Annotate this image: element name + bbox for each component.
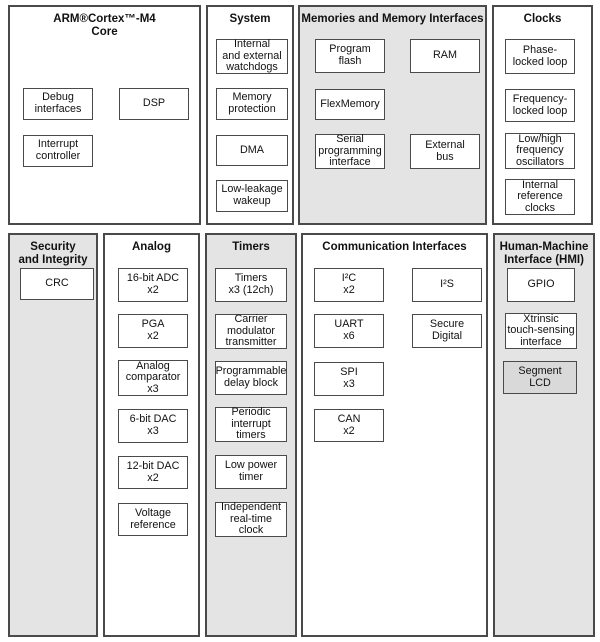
panel-title-memories: Memories and Memory Interfaces [301,13,484,25]
block-flexmemory: FlexMemory [315,89,385,120]
panel-title-communication: Communication Interfaces [322,241,467,253]
panel-title-security: Security and Integrity [18,241,88,266]
panel-timers: Timers Timers x3 (12ch) Carrier modulato… [205,233,297,637]
panel-title-timers: Timers [232,241,270,253]
block-carrier-modulator-transmitter: Carrier modulator transmitter [215,313,287,349]
panel-memories-and-memory-interfaces: Memories and Memory Interfaces Program f… [298,5,487,225]
panel-communication-interfaces: Communication Interfaces I²C x2 UART x6 … [301,233,488,637]
block-timers-x3: Timers x3 (12ch) [215,268,287,302]
panel-title-hmi: Human-Machine Interface (HMI) [499,241,589,266]
panel-security-and-integrity: Security and Integrity CRC [8,233,98,637]
panel-title-arm-cortex-m4-core: ARM®Cortex™-M4 Core [53,13,156,38]
block-i2s: I²S [412,268,482,302]
block-low-leakage-wakeup: Low-leakage wakeup [216,180,288,212]
panel-analog: Analog 16-bit ADC x2 PGA x2 Analog compa… [103,233,200,637]
panel-human-machine-interface: Human-Machine Interface (HMI) GPIO Xtrin… [493,233,595,637]
block-programmable-delay-block: Programmable delay block [215,361,287,395]
block-can: CAN x2 [314,409,384,442]
block-low-high-frequency-oscillators: Low/high frequency oscillators [505,133,575,169]
block-pga: PGA x2 [118,314,188,348]
block-dma: DMA [216,135,288,166]
panel-title-analog: Analog [132,241,171,253]
panel-arm-cortex-m4-core: ARM®Cortex™-M4 Core Debug interfaces DSP… [8,5,201,225]
block-gpio: GPIO [507,268,575,302]
panel-title-system: System [229,13,271,25]
block-uart: UART x6 [314,314,384,348]
block-12-bit-dac: 12-bit DAC x2 [118,456,188,489]
block-low-power-timer: Low power timer [215,455,287,489]
block-memory-protection: Memory protection [216,88,288,120]
block-analog-comparator: Analog comparator x3 [118,360,188,396]
block-voltage-reference: Voltage reference [118,503,188,536]
block-external-bus: External bus [410,134,480,169]
block-periodic-interrupt-timers: Periodic interrupt timers [215,406,287,442]
block-independent-real-time-clock: Independent real-time clock [215,501,287,537]
block-program-flash: Program flash [315,39,385,73]
block-xtrinsic-touch-sensing-interface: Xtrinsic touch-sensing interface [505,313,577,349]
block-serial-programming-interface: Serial programming interface [315,133,385,169]
block-frequency-locked-loop: Frequency- locked loop [505,89,575,122]
block-debug-interfaces: Debug interfaces [23,88,93,120]
block-i2c: I²C x2 [314,268,384,302]
block-internal-reference-clocks: Internal reference clocks [505,179,575,215]
block-6-bit-dac: 6-bit DAC x3 [118,409,188,443]
block-dsp: DSP [119,88,189,120]
panel-clocks: Clocks Phase- locked loop Frequency- loc… [492,5,593,225]
block-segment-lcd: Segment LCD [503,361,577,394]
block-16-bit-adc: 16-bit ADC x2 [118,268,188,302]
block-interrupt-controller: Interrupt controller [23,135,93,167]
panel-title-clocks: Clocks [523,13,562,25]
block-internal-external-watchdogs: Internal and external watchdogs [216,38,288,74]
block-secure-digital: Secure Digital [412,314,482,348]
block-phase-locked-loop: Phase- locked loop [505,39,575,74]
block-crc: CRC [20,268,94,300]
block-spi: SPI x3 [314,362,384,396]
block-ram: RAM [410,39,480,73]
panel-system: System Internal and external watchdogs M… [206,5,294,225]
